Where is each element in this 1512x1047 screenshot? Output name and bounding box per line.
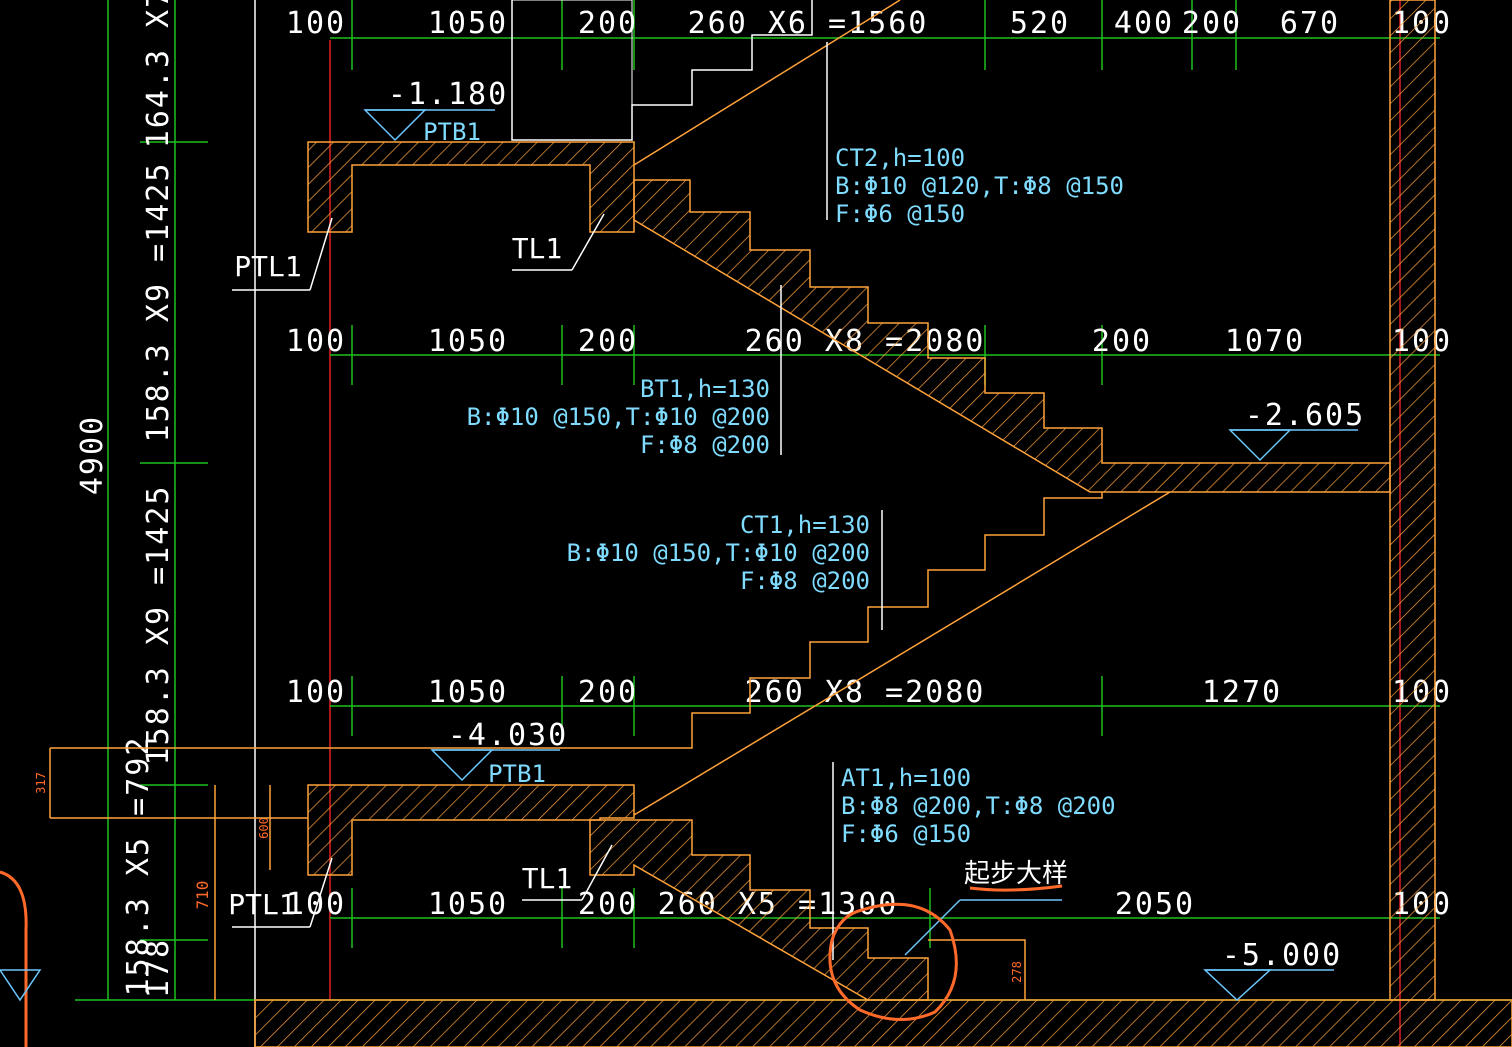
- dim-row1-1: 1050: [428, 6, 508, 41]
- level-0: -1.180: [388, 77, 508, 112]
- label-start-detail: 起步大样: [964, 859, 1068, 889]
- dim-vertical-1: 158.3 X9 =1425: [141, 162, 176, 443]
- dim-row4-0: 100: [286, 887, 346, 922]
- left-edge-detail: [0, 785, 271, 1047]
- dim-row1-7: 670: [1280, 6, 1340, 41]
- note-ct1-1: B:Φ10 @150,T:Φ10 @200: [567, 539, 870, 567]
- level-3: -5.000: [1222, 938, 1342, 973]
- leader-lines: [232, 42, 1062, 960]
- dim-small-3: 278: [1010, 961, 1024, 983]
- note-ct1-0: CT1,h=130: [740, 511, 870, 539]
- dim-small-2: 710: [193, 881, 212, 910]
- note-at1-2: F:Φ6 @150: [841, 820, 971, 848]
- note-at1-1: B:Φ8 @200,T:Φ8 @200: [841, 792, 1116, 820]
- label-ptb1-upper: PTB1: [423, 118, 481, 146]
- note-ct1-2: F:Φ8 @200: [740, 567, 870, 595]
- label-tl1-lower: TL1: [522, 862, 573, 895]
- dim-row4-2: 200: [578, 887, 638, 922]
- dim-small-1: 600: [257, 817, 271, 839]
- label-ptl1-upper: PTL1: [234, 250, 301, 283]
- labels: -1.180-2.605-4.030-5.000PTB1PTB1PTL1PTL1…: [228, 77, 1365, 973]
- upper-landing: [307, 0, 901, 233]
- dim-vertical-2: 4900: [75, 415, 110, 495]
- level-1: -2.605: [1245, 398, 1365, 433]
- dim-row2-2: 200: [578, 324, 638, 359]
- note-ct2-2: F:Φ6 @150: [835, 200, 965, 228]
- ground-slab: [254, 969, 1512, 1047]
- dim-row1-5: 400: [1114, 6, 1174, 41]
- lower-landing: [49, 747, 635, 876]
- flight-bt1: [633, 179, 1391, 493]
- dim-vertical-0: 164.3 X7: [141, 0, 176, 148]
- dim-row3-1: 1050: [428, 675, 508, 710]
- dim-vertical-4: 158.3 X5 =792: [121, 736, 156, 997]
- dim-small-0: 317: [34, 772, 48, 794]
- dim-row3-3: 260 X8 =2080: [745, 675, 986, 710]
- dim-row1-6: 200: [1182, 6, 1242, 41]
- dim-row2-5: 1070: [1225, 324, 1305, 359]
- detail-circle[interactable]: [828, 902, 958, 1022]
- dim-row2-0: 100: [286, 324, 346, 359]
- dim-row3-4: 1270: [1202, 675, 1282, 710]
- dim-row4-1: 1050: [428, 887, 508, 922]
- dim-row3-2: 200: [578, 675, 638, 710]
- dim-row1-2: 200: [578, 6, 638, 41]
- label-ptb1-lower: PTB1: [488, 760, 546, 788]
- dim-vertical-5: 178: [141, 938, 176, 998]
- dim-row2-4: 200: [1092, 324, 1152, 359]
- note-at1-0: AT1,h=100: [841, 764, 971, 792]
- note-bt1-0: BT1,h=130: [640, 375, 770, 403]
- vertical-dimension-lines: [75, 0, 1512, 1001]
- note-ct2-0: CT2,h=100: [835, 144, 965, 172]
- note-bt1-1: B:Φ10 @150,T:Φ10 @200: [467, 403, 770, 431]
- note-ct2-1: B:Φ10 @120,T:Φ8 @150: [835, 172, 1124, 200]
- level-2: -4.030: [448, 718, 568, 753]
- flight-at1: [589, 819, 1026, 1001]
- mid-landing: [1228, 429, 1358, 462]
- note-bt1-2: F:Φ8 @200: [640, 431, 770, 459]
- flight-ct1: [633, 491, 1171, 816]
- dim-row2-1: 1050: [428, 324, 508, 359]
- right-wall: [1389, 0, 1436, 1001]
- dim-row3-0: 100: [286, 675, 346, 710]
- label-tl1-upper: TL1: [512, 232, 563, 265]
- dim-row1-0: 100: [286, 6, 346, 41]
- dim-vertical-3: 158.3 X9 =1425: [141, 485, 176, 766]
- dim-row4-4: 2050: [1115, 887, 1195, 922]
- detail-marker: [828, 884, 1063, 1022]
- dim-row1-4: 520: [1010, 6, 1070, 41]
- label-ptl1-lower: PTL1: [228, 888, 295, 921]
